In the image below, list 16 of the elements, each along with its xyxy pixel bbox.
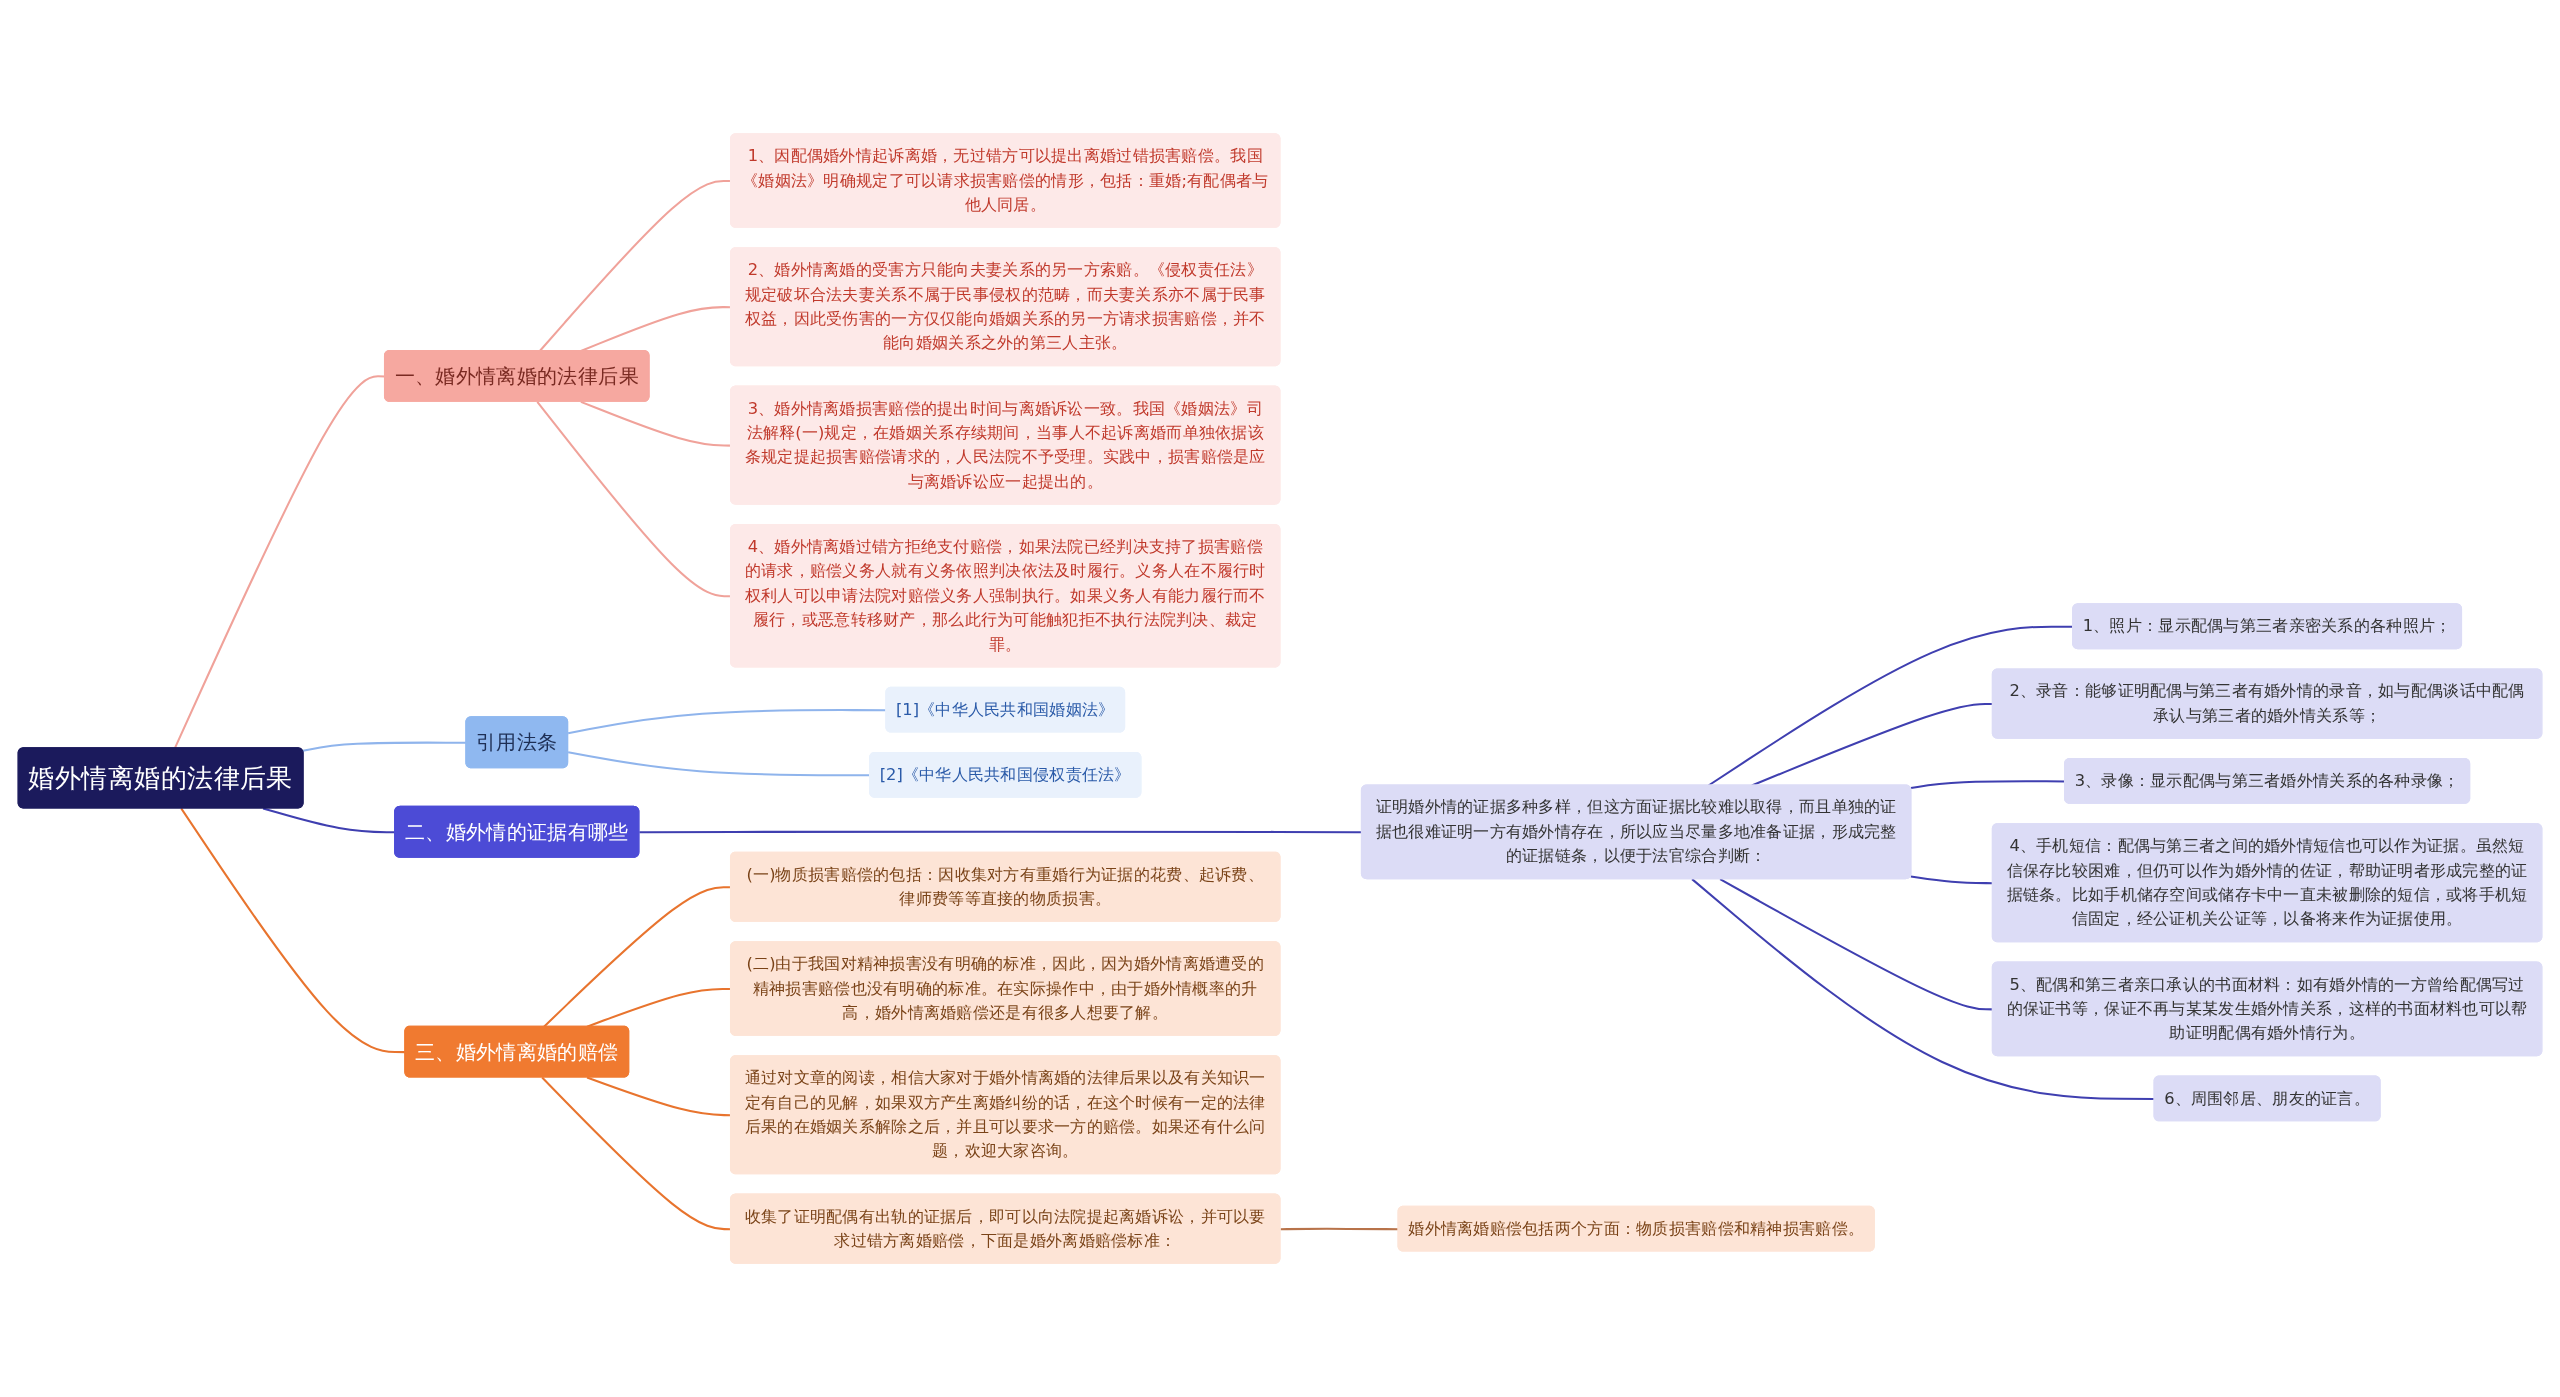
connector xyxy=(1280,1227,1399,1231)
connector xyxy=(1691,878,2155,1100)
connector xyxy=(1719,878,1993,1011)
connector xyxy=(539,179,731,352)
connector xyxy=(586,987,731,1028)
connector xyxy=(1751,703,1993,787)
connector xyxy=(1910,875,1993,885)
connector xyxy=(586,1076,731,1117)
connector xyxy=(580,306,731,352)
connector xyxy=(580,400,731,447)
connector xyxy=(173,375,385,749)
connector xyxy=(543,886,731,1028)
connector xyxy=(541,1076,731,1231)
connector xyxy=(1910,780,2065,790)
connector xyxy=(639,830,1362,834)
connector xyxy=(536,401,731,598)
